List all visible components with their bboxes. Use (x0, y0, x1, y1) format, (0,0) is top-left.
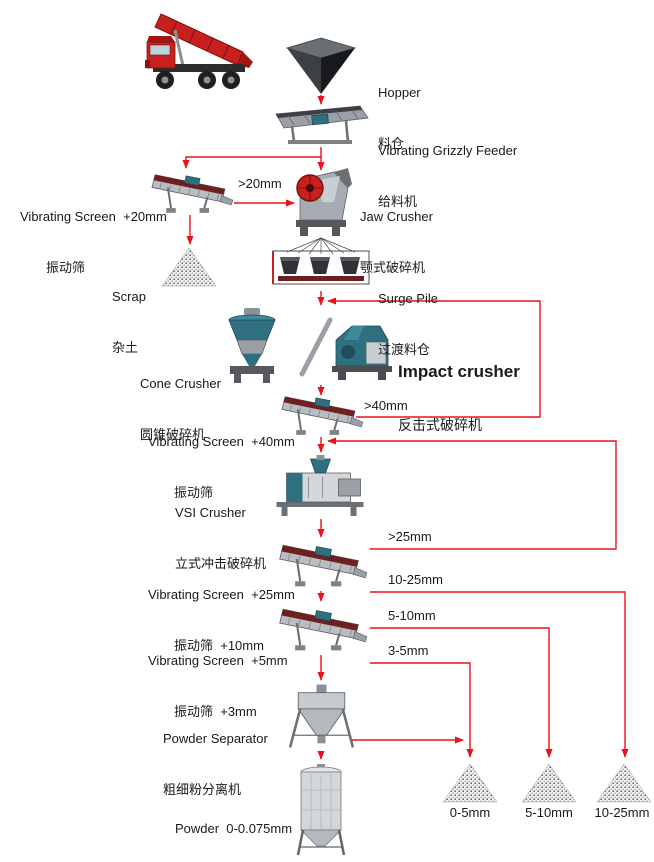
stream-label-over-40mm: >40mm (364, 398, 408, 413)
vsi-crusher-label-en: VSI Crusher (175, 505, 246, 520)
stream-label-3-5mm: 3-5mm (388, 643, 429, 658)
pile-0-5mm-image (442, 762, 498, 804)
scrap-label: Scrap 杂土 (112, 254, 146, 390)
jaw-crusher-label-en: Jaw Crusher (360, 209, 433, 224)
powder-separator-label-zh: 粗细粉分离机 (163, 782, 242, 797)
grizzly-feeder-image (275, 105, 369, 144)
jaw-crusher-image (296, 168, 352, 236)
screen-25-10-label: Vibrating Screen +25mm 振动筛 +10mm (148, 552, 295, 688)
cone-crusher-label: Cone Crusher 圆锥破碎机 (140, 341, 221, 477)
vsi-crusher-label: VSI Crusher 立式冲击破碎机 (175, 470, 266, 606)
stream-label-5-10mm: 5-10mm (388, 608, 436, 623)
jaw-crusher-label-zh: 颚式破碎机 (360, 260, 426, 275)
feeder-label-zh: 给料机 (378, 194, 418, 209)
feeder-label-en: Vibrating Grizzly Feeder (378, 143, 518, 158)
surge-pile-image (272, 250, 370, 285)
screen-5-3-label-zh: 振动筛 +3mm (174, 704, 257, 719)
powder-silo-label-en: Powder 0-0.075mm (175, 821, 293, 836)
impact-crusher-label-en: Impact crusher (398, 362, 520, 381)
divider-slash (299, 317, 333, 377)
impact-crusher-label: Impact crusher 反击式破碎机 (398, 327, 520, 469)
screen-20-label-zh: 振动筛 (46, 260, 86, 275)
powder-separator-label-en: Powder Separator (163, 731, 268, 746)
jaw-crusher-label: Jaw Crusher 颚式破碎机 (360, 174, 433, 310)
hopper-image (285, 37, 357, 94)
stream-label-over-20mm: >20mm (238, 176, 282, 191)
screen-40-label-en: Vibrating Screen +40mm (148, 434, 295, 449)
hopper-label: Hopper 料仓 (378, 50, 421, 186)
vsi-crusher-label-zh: 立式冲击破碎机 (175, 556, 267, 571)
pile-label-0-5mm: 0-5mm (449, 805, 491, 820)
scrap-label-zh: 杂土 (112, 340, 139, 355)
screen-40-label-zh: 振动筛 (174, 485, 214, 500)
powder-separator-label: Powder Separator 粗细粉分离机 (163, 696, 268, 832)
impact-crusher-label-zh: 反击式破碎机 (398, 417, 482, 433)
screen-40-label: Vibrating Screen +40mm 振动筛 (148, 399, 295, 535)
scrap-label-en: Scrap (112, 289, 146, 304)
surge-pile-label-en: Surge Pile (378, 291, 438, 306)
screen-5-3-label-en: Vibrating Screen +5mm (148, 653, 288, 668)
screen-5-3-label: Vibrating Screen +5mm 振动筛 +3mm (148, 618, 288, 754)
cone-crusher-label-en: Cone Crusher (140, 376, 221, 391)
dump-truck-image (145, 13, 253, 89)
screen-20-label-en: Vibrating Screen +20mm (20, 209, 167, 224)
screen-25-10-label-zh: 振动筛 +10mm (174, 638, 264, 653)
arrow-3-5-to-pile (370, 662, 474, 758)
stream-label-10-25mm: 10-25mm (388, 572, 443, 587)
screen-20-label: Vibrating Screen +20mm 振动筛 (20, 174, 167, 310)
powder-silo-label: Powder 0-0.075mm 石粉 (175, 786, 292, 862)
pile-10-25mm-image (596, 762, 652, 804)
pile-label-5-10mm: 5-10mm (525, 805, 573, 820)
hopper-label-en: Hopper (378, 85, 421, 100)
pile-5-10mm-image (521, 762, 577, 804)
scrap-pile-image (160, 246, 218, 288)
cone-crusher-label-zh: 圆锥破碎机 (140, 427, 206, 442)
feeder-label: Vibrating Grizzly Feeder 给料机 (378, 108, 517, 244)
hopper-label-zh: 料仓 (378, 136, 405, 151)
powder-separator-image (288, 684, 355, 748)
stream-label-over-25mm: >25mm (388, 529, 432, 544)
cone-crusher-image (228, 308, 276, 383)
powder-silo-image (296, 764, 346, 856)
screen-25-10-label-en: Vibrating Screen +25mm (148, 587, 295, 602)
pile-label-10-25mm: 10-25mm (594, 805, 650, 820)
